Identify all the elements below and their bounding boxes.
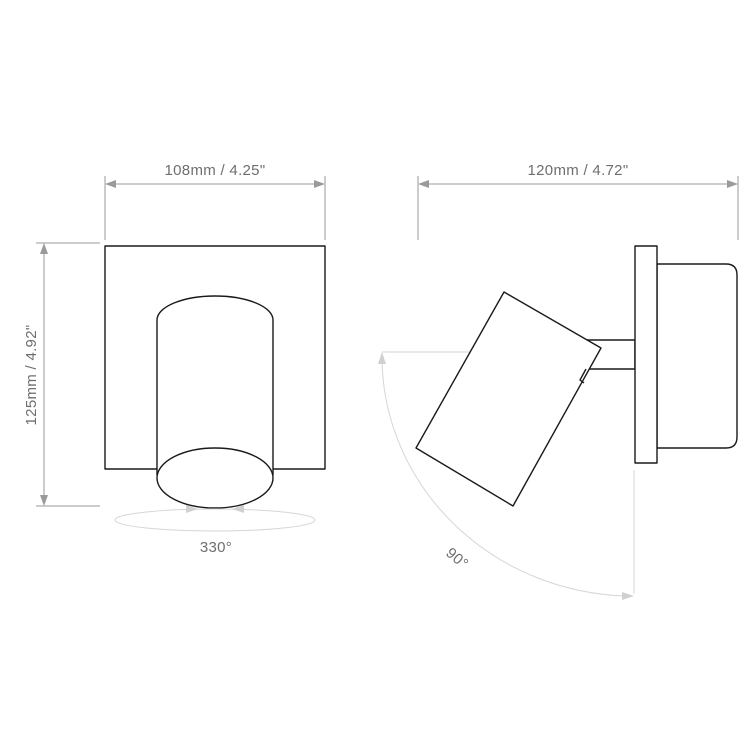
side-depth-dimension: 120mm / 4.72" bbox=[417, 162, 739, 240]
side-pivot-notch bbox=[579, 368, 587, 384]
side-wall-box bbox=[656, 263, 738, 449]
side-view: 120mm / 4.72" 90° bbox=[378, 162, 739, 600]
front-height-label: 125mm / 4.92" bbox=[23, 325, 40, 426]
side-depth-label: 120mm / 4.72" bbox=[528, 162, 629, 179]
front-width-label: 108mm / 4.25" bbox=[165, 162, 266, 179]
front-rotation-label: 330° bbox=[200, 539, 232, 556]
front-cylinder-body bbox=[156, 295, 274, 476]
side-mounting-plate bbox=[634, 245, 658, 464]
front-view: 108mm / 4.25" 125mm / 4.92" 330° bbox=[23, 162, 326, 556]
side-lamp-head bbox=[415, 291, 602, 507]
front-width-dimension: 108mm / 4.25" bbox=[104, 162, 326, 240]
front-rotation-indicator: 330° bbox=[114, 505, 316, 556]
front-cylinder-face bbox=[156, 447, 274, 509]
front-height-dimension: 125mm / 4.92" bbox=[23, 242, 100, 507]
side-tilt-label: 90° bbox=[442, 544, 471, 572]
